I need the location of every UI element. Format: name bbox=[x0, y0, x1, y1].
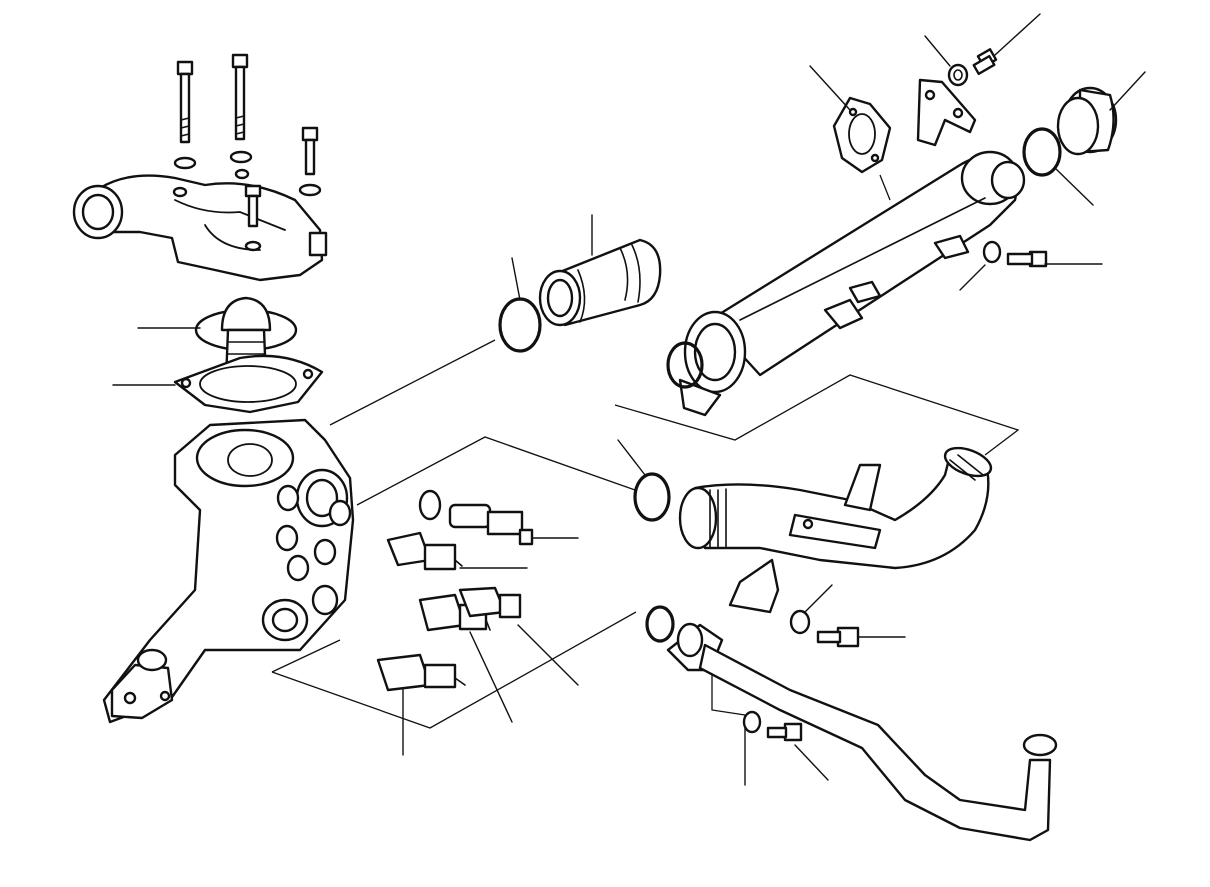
thermostat-icon bbox=[194, 296, 298, 382]
washer-icon bbox=[742, 710, 762, 734]
return-pipe-icon bbox=[666, 622, 1058, 842]
gasket-icon bbox=[173, 354, 324, 414]
sensor-icon bbox=[458, 586, 522, 619]
coolant-pipe-icon bbox=[678, 150, 1026, 417]
washer-icon bbox=[982, 240, 1002, 264]
bolt-icon bbox=[766, 722, 803, 742]
o-ring-icon bbox=[498, 297, 542, 353]
flange-gasket-icon bbox=[832, 96, 892, 174]
hose-connector-icon bbox=[538, 238, 662, 327]
sensor-icon bbox=[376, 653, 466, 692]
callout-leaders bbox=[112, 13, 1146, 786]
bolt-icon bbox=[972, 48, 998, 76]
thermostat-housing-icon bbox=[72, 168, 328, 282]
bolt-icon bbox=[816, 626, 860, 648]
washer-icon bbox=[173, 150, 322, 197]
bolt-long-2 bbox=[231, 53, 249, 141]
sensor-icon bbox=[386, 531, 463, 571]
bolt-short-1 bbox=[301, 126, 319, 176]
end-cap-icon bbox=[1056, 86, 1118, 156]
bent-pipe-icon bbox=[678, 446, 993, 570]
o-ring-icon bbox=[633, 472, 671, 522]
water-outlet-manifold-icon bbox=[102, 418, 355, 724]
washer-icon bbox=[947, 63, 969, 87]
o-ring-icon bbox=[666, 341, 704, 389]
bracket-icon bbox=[728, 558, 780, 614]
washer-icon bbox=[418, 489, 442, 521]
bolt-icon bbox=[1006, 250, 1048, 268]
bracket-icon bbox=[916, 78, 977, 147]
o-ring-icon bbox=[1022, 127, 1062, 177]
o-ring-icon bbox=[645, 605, 675, 643]
bolt-long-1 bbox=[176, 60, 194, 144]
washer-icon bbox=[789, 609, 811, 635]
sensor-icon bbox=[448, 503, 534, 546]
